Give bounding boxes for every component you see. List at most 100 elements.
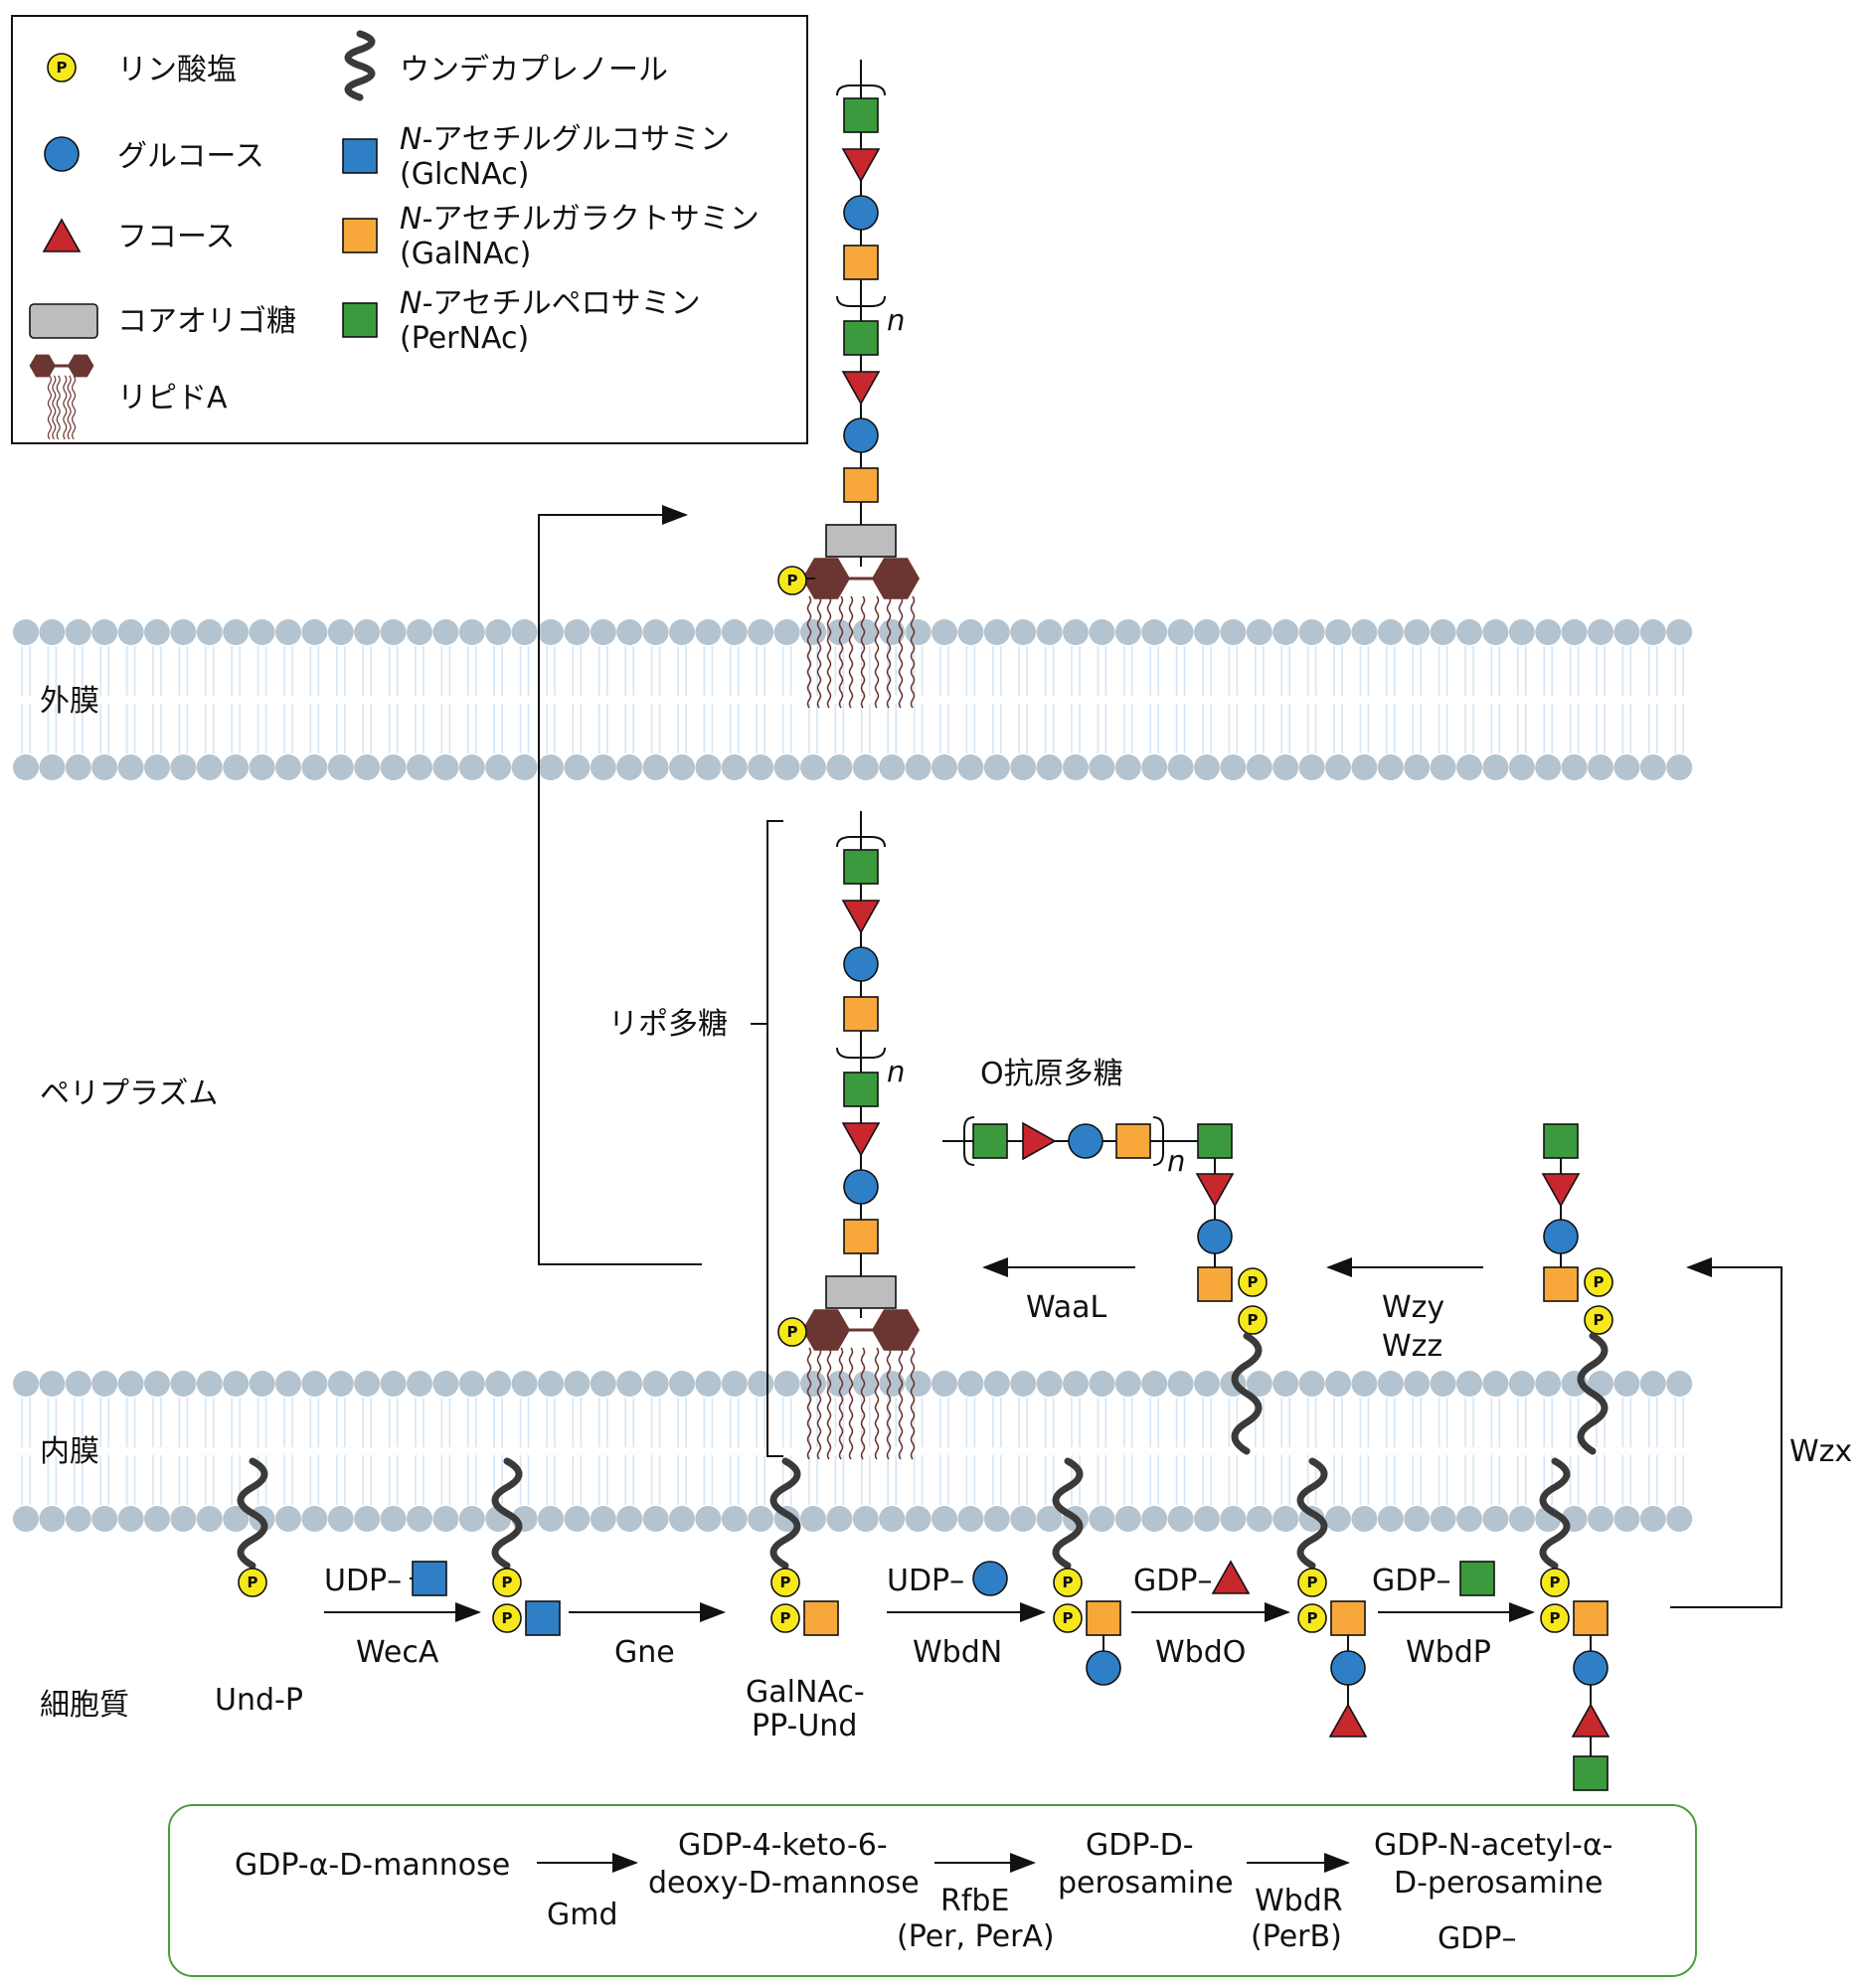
lipid-head — [538, 1371, 564, 1397]
lipid-head — [1114, 1506, 1141, 1532]
galnac-square — [843, 1219, 879, 1254]
lipid-head — [407, 619, 432, 645]
lipid-head — [1325, 1506, 1351, 1532]
phosphate: P — [1584, 1267, 1613, 1297]
lipid-head — [983, 619, 1010, 645]
lipid-head — [275, 1506, 301, 1532]
legend-fucose: フコース — [117, 220, 236, 254]
region-periplasm: ペリプラズム — [40, 1077, 218, 1111]
lipid-head — [170, 619, 197, 645]
lps-label: リポ多糖 — [608, 1007, 728, 1042]
phosphate: P — [1053, 1568, 1083, 1597]
phosphate: P — [1540, 1603, 1570, 1633]
lipid-head — [1404, 1371, 1431, 1397]
phosphate-circle — [492, 1603, 522, 1633]
lipid-head — [1194, 754, 1220, 780]
phosphate-circle — [1297, 1568, 1327, 1597]
lipid-head — [1404, 754, 1431, 780]
phosphate-label: P — [1550, 1574, 1561, 1591]
lipid-head — [642, 754, 669, 780]
phosphate-label: P — [1594, 1273, 1605, 1291]
pernac-square — [843, 1072, 879, 1107]
undecaprenol-chain — [1231, 1332, 1263, 1455]
lipid-head — [1404, 1506, 1431, 1532]
lipid-head — [642, 619, 669, 645]
lipid-head — [1194, 1506, 1220, 1532]
lipid-a-chain — [874, 595, 880, 709]
lipid-head — [1325, 619, 1351, 645]
lipid-head — [1639, 619, 1666, 645]
phosphate: P — [1053, 1603, 1083, 1633]
lipid-head — [879, 1506, 906, 1532]
lipid-head — [721, 1371, 748, 1397]
undecaprenol-chain — [237, 1457, 268, 1570]
galnac-square — [1573, 1600, 1609, 1636]
lipid-head — [1010, 1371, 1037, 1397]
enzyme-weca: WecA — [356, 1635, 439, 1670]
lipid-head — [669, 1371, 695, 1397]
lipid-head — [458, 1371, 485, 1397]
repeat-bracket-top — [836, 84, 886, 96]
lipid-head — [852, 1371, 879, 1397]
enzyme-wzz: Wzz — [1382, 1329, 1442, 1364]
phosphate-circle — [1540, 1603, 1570, 1633]
lipid-head — [957, 619, 984, 645]
phosphate-label: P — [248, 1574, 258, 1591]
phosphate-circle — [1053, 1568, 1083, 1597]
lipid-head — [354, 1506, 381, 1532]
lipid-head — [1167, 1506, 1194, 1532]
lipid-head — [1666, 754, 1693, 780]
lipid-head — [932, 1371, 957, 1397]
donor-udp-1: UDP– — [324, 1564, 402, 1598]
lipid-head — [1351, 619, 1378, 645]
lipid-head — [983, 1506, 1010, 1532]
outer-membrane — [13, 619, 1693, 780]
lipid-head — [1220, 754, 1247, 780]
lipid-head — [590, 1371, 616, 1397]
lipid-head — [458, 1506, 485, 1532]
core-oligosaccharide — [825, 1275, 897, 1309]
phosphate-label: P — [1063, 1574, 1074, 1591]
enzyme-wbdn: WbdN — [913, 1635, 1002, 1670]
lipid-a-chain — [898, 1347, 904, 1460]
lipid-head — [65, 1506, 91, 1532]
lipid-head — [196, 1506, 223, 1532]
lipid-head — [380, 1506, 407, 1532]
lipid-head — [458, 754, 485, 780]
undecaprenol-chain — [491, 1457, 523, 1570]
lipid-head — [511, 1371, 538, 1397]
phosphate-circle — [47, 53, 77, 83]
lipid-head — [117, 1506, 144, 1532]
lipid-head — [485, 1371, 512, 1397]
donor-gdp-2: GDP– — [1372, 1564, 1450, 1598]
lipid-head — [249, 1371, 275, 1397]
galnac-square — [1543, 1266, 1579, 1302]
lipid-head — [144, 1371, 170, 1397]
lipid-head — [1194, 619, 1220, 645]
legend-galnac-icon — [342, 218, 378, 253]
fucose-triangle — [1571, 1703, 1611, 1738]
fucose-triangle — [42, 218, 82, 252]
lipid-head — [1325, 1371, 1351, 1397]
legend-phosphate: リン酸塩 — [117, 53, 237, 87]
lipid-head — [748, 754, 774, 780]
lipid-head — [407, 1371, 432, 1397]
lipid-head — [275, 1371, 301, 1397]
lipid-head — [1377, 619, 1404, 645]
repeat-bracket-bottom — [836, 1047, 886, 1059]
repeat-bracket-bottom — [836, 295, 886, 307]
lipid-head — [91, 754, 118, 780]
lipid-head — [957, 754, 984, 780]
lipid-head — [983, 754, 1010, 780]
o-antigen-label: O抗原多糖 — [980, 1057, 1123, 1091]
lipid-head — [1430, 1371, 1456, 1397]
lipid-head — [1456, 1506, 1482, 1532]
lipid-a-hexagon — [802, 558, 850, 599]
legend-glcnac: N-アセチルグルコサミン — [400, 122, 730, 157]
lipid-head — [800, 754, 826, 780]
phosphate: P — [1238, 1267, 1268, 1297]
lipid-head — [800, 1506, 826, 1532]
lipid-head — [669, 1506, 695, 1532]
phosphate-circle — [1540, 1568, 1570, 1597]
